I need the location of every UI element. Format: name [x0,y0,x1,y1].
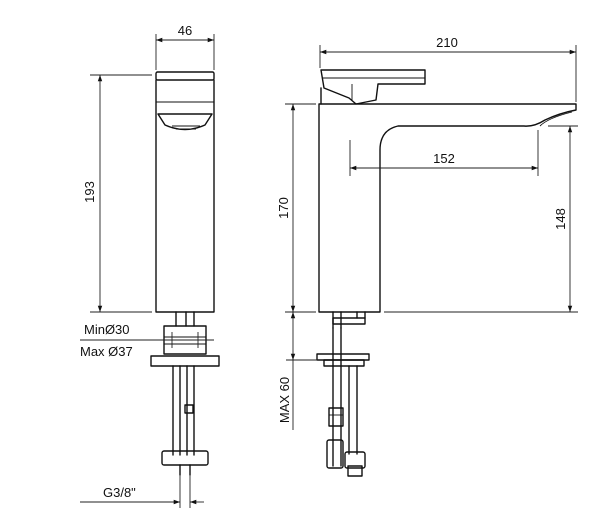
dim-hole-diameter: MinØ30 Max Ø37 [80,322,214,359]
front-aerator [157,113,213,131]
dim-height-front: 193 [82,74,152,313]
dim-height-spout: 148 [384,125,578,313]
dim-thread-label: G3/8" [103,485,136,500]
dim-max-deck-label: MAX 60 [277,377,292,423]
dim-min-hole-label: MinØ30 [84,322,130,337]
dim-width-front: 46 [155,23,215,70]
front-view: 46 193 MinØ30 Max Ø37 G3/8" [80,23,220,508]
dim-length-total: 210 [319,35,577,102]
dim-length-total-label: 210 [436,35,458,50]
dim-reach: 152 [349,130,539,176]
dim-height-body: 170 [276,103,316,313]
dim-height-spout-label: 148 [553,208,568,230]
dim-thread: G3/8" [80,475,204,508]
dim-width-front-label: 46 [178,23,192,38]
side-body-spout [318,103,577,313]
side-view: 210 152 170 148 MAX 60 [276,35,578,477]
dim-max-hole-label: Max Ø37 [80,344,133,359]
front-body [155,79,215,313]
dim-height-front-label: 193 [82,181,97,203]
front-shank [150,311,220,476]
dim-height-body-label: 170 [276,197,291,219]
dim-reach-label: 152 [433,151,455,166]
dim-max-deck: MAX 60 [277,312,318,430]
front-handle [155,71,215,81]
side-handle [320,69,426,105]
side-shank [316,311,370,477]
